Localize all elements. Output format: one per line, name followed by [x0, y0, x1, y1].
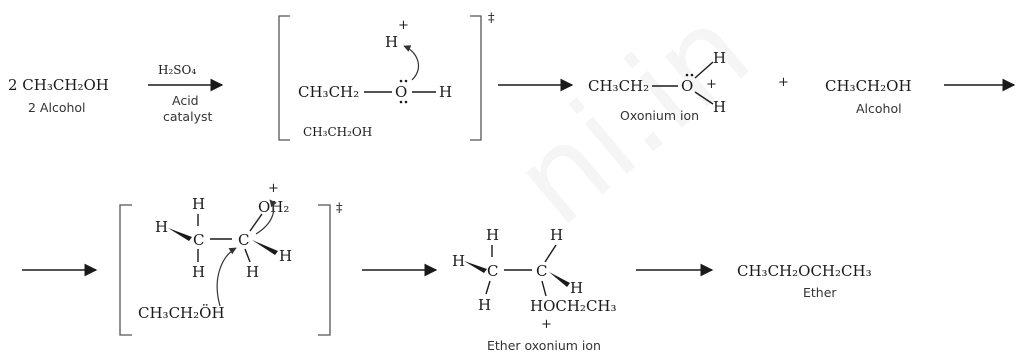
eo-c2-hydrogen-right: H [570, 279, 583, 297]
ts2-left-bracket [119, 204, 132, 336]
product-formula: CH₃CH₂OCH₂CH₃ [737, 262, 872, 280]
oxonium-label: Oxonium ion [620, 108, 699, 123]
ts1-proton-charge: + [398, 18, 409, 33]
watermark: ni.in [489, 0, 775, 252]
eo-c1-h-bottom-bond [485, 280, 491, 295]
reagent-formula: H₂SO₄ [158, 63, 196, 77]
ts1-hydrogen: H [439, 83, 452, 101]
oxonium-hydrogen-bottom: H [713, 98, 726, 116]
ts2-nucleophile-ethanol: CH₃CH₂ÖH [138, 304, 225, 322]
ts2-c1-carbon: C [193, 231, 204, 249]
ts1-proton: H [385, 33, 398, 51]
reagent-label-acid: Acid [172, 93, 199, 108]
ts2-c1-wedge-bond [168, 228, 192, 241]
ts2-c2-hydrogen-bottom: H [246, 263, 259, 281]
ts1-curved-arrow [403, 45, 420, 81]
ts2-c1-hydrogen-bottom: H [192, 263, 205, 281]
ts1-double-dagger: ‡ [488, 11, 495, 26]
oxonium-lone-pair-2 [690, 73, 694, 77]
second-alcohol: CH₃CH₂OH Alcohol [825, 77, 912, 116]
eo-c1-hydrogen-top: H [486, 226, 499, 244]
transition-state-1: ‡ + H CH₃CH₂ O H CH₃CH₂OH [278, 11, 495, 141]
ether-oxonium-ion: H H C H H C H HOCH₂CH₃ + Ether oxonium i… [452, 226, 617, 353]
eo-c2-wedge-bond [549, 272, 570, 287]
eo-c2-hydrogen-top: H [550, 226, 563, 244]
oxonium-oxygen: O [681, 77, 693, 95]
eo-label: Ether oxonium ion [487, 338, 601, 353]
eo-c2-carbon: C [536, 262, 547, 280]
ts2-c2-carbon: C [238, 231, 249, 249]
ts1-lone-pair-top-2 [404, 79, 408, 83]
eo-c2-o-bond [541, 280, 547, 297]
ts2-c2-o-bond [249, 213, 263, 232]
reactant-formula: 2 CH₃CH₂OH [8, 76, 109, 94]
ts2-c1-hydrogen-left: H [155, 218, 168, 236]
oxonium-hydrogen-top: H [713, 49, 726, 67]
eo-c1-carbon: C [487, 262, 498, 280]
eo-c1-hydrogen-bottom: H [478, 296, 491, 314]
ts1-lone-pair-bottom-1 [399, 100, 403, 104]
ts2-c2-hydrogen-right: H [279, 247, 292, 265]
ts2-oh2-charge: + [268, 181, 279, 196]
reagent-label-catalyst: catalyst [163, 109, 212, 124]
eo-charge: + [541, 317, 552, 332]
alcohol-label: Alcohol [856, 101, 902, 116]
ts1-lone-pair-bottom-2 [404, 100, 408, 104]
ts2-nucleophile-arrow [216, 247, 237, 307]
ts2-c2-h-bottom-bond [244, 248, 251, 263]
eo-c1-wedge-bond [464, 261, 487, 273]
ts2-c2-wedge-bond [252, 240, 278, 255]
ether-product: CH₃CH₂OCH₂CH₃ Ether [737, 262, 872, 300]
plus-sign: + [778, 75, 789, 90]
oxonium-o-h-top-bond [694, 61, 714, 79]
eo-c2-h-top-bond [544, 244, 557, 263]
ts1-lone-pair-top-1 [399, 79, 403, 83]
ts2-double-dagger: ‡ [336, 201, 343, 216]
ts2-right-bracket [318, 204, 331, 336]
reactant-label: 2 Alcohol [28, 100, 86, 115]
transition-state-2: ‡ H H C H C + OH₂ H H CH₃CH₂ÖH [119, 181, 343, 336]
acid-catalyst-step: H₂SO₄ Acid catalyst [148, 63, 224, 124]
ts1-left-bracket [278, 15, 290, 141]
ts1-second-alcohol: CH₃CH₂OH [303, 125, 372, 139]
product-label: Ether [803, 285, 837, 300]
ts1-right-bracket [470, 15, 482, 141]
oxonium-lone-pair-1 [685, 73, 689, 77]
eo-ethoxy-group: HOCH₂CH₃ [530, 297, 617, 315]
oxonium-charge: + [706, 77, 717, 92]
oxonium-ethyl-chain: CH₃CH₂ [588, 77, 649, 95]
reactant: 2 CH₃CH₂OH 2 Alcohol [8, 76, 109, 115]
ts1-oxygen: O [395, 83, 407, 101]
ts2-c1-hydrogen-top: H [192, 195, 205, 213]
oxonium-o-h-bottom-bond [694, 91, 714, 105]
eo-c1-hydrogen-left: H [452, 252, 465, 270]
ts1-ethyl-chain: CH₃CH₂ [298, 83, 359, 101]
alcohol-formula: CH₃CH₂OH [825, 77, 912, 95]
ts2-leaving-group-arrow [255, 199, 277, 235]
oxonium-ion: CH₃CH₂ O H H + Oxonium ion [588, 49, 726, 123]
